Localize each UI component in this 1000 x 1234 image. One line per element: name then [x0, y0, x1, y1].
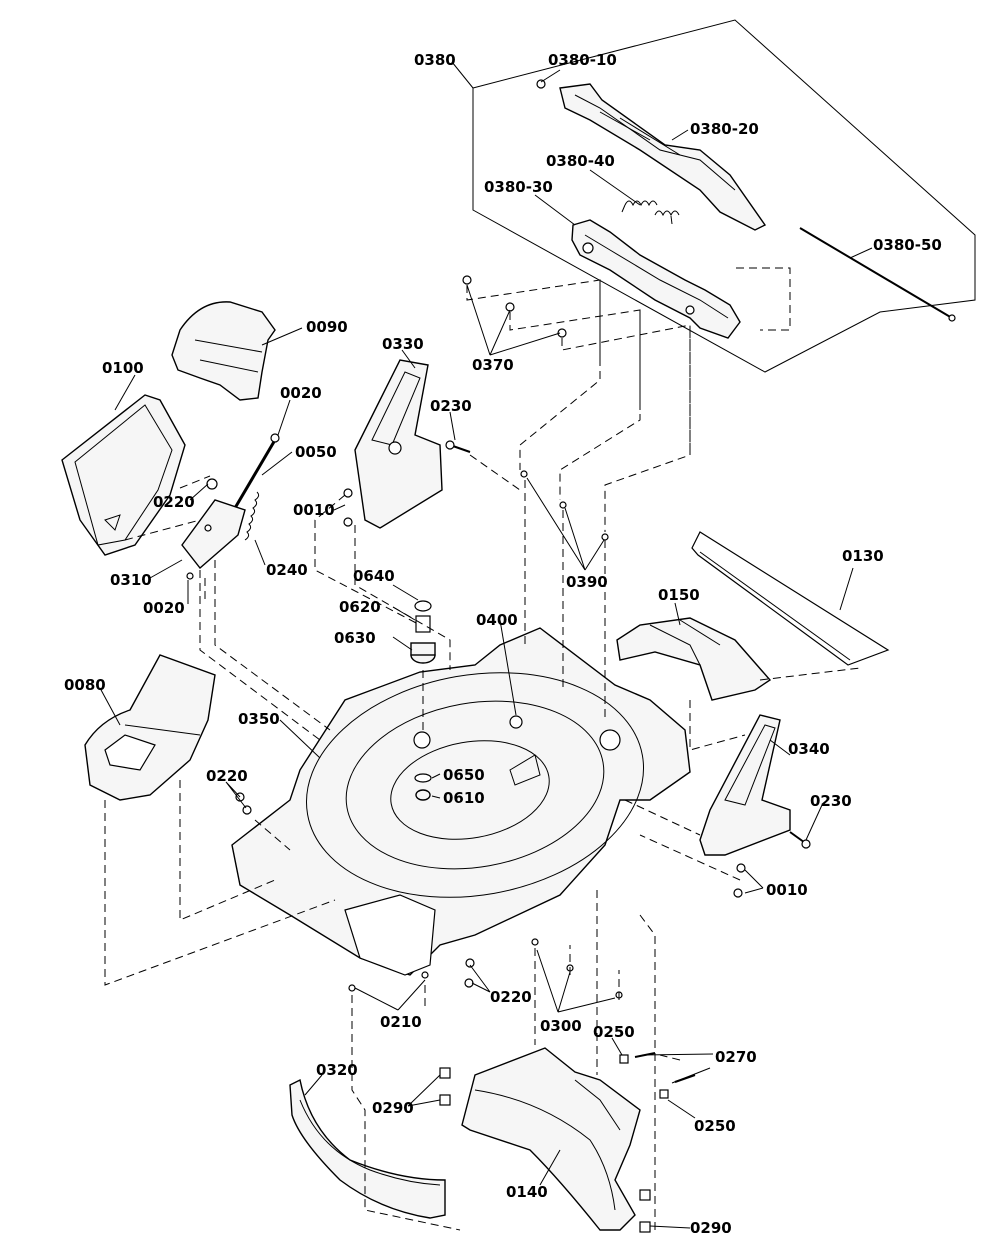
label-0400: 0400	[476, 611, 518, 629]
part-0340-bracket	[699, 714, 791, 856]
part-0240-spring	[244, 491, 260, 541]
label-0630: 0630	[334, 629, 376, 647]
label-0340: 0340	[788, 740, 830, 758]
label-0380: 0380	[414, 51, 456, 69]
label-0140: 0140	[506, 1183, 548, 1201]
part-0250-nuts	[619, 1054, 669, 1099]
part-0220-screws-c	[464, 958, 475, 988]
label-0240: 0240	[266, 561, 308, 579]
part-0400-plug	[509, 715, 523, 729]
part-0020-nut-b	[186, 572, 194, 580]
label-0220-b: 0220	[206, 767, 248, 785]
part-0100-flap	[61, 394, 186, 556]
label-0380-40: 0380-40	[546, 152, 615, 170]
kit-0380-boundary	[472, 19, 976, 373]
label-0020-a: 0020	[280, 384, 322, 402]
label-0380-20: 0380-20	[690, 120, 759, 138]
label-0610: 0610	[443, 789, 485, 807]
label-0080: 0080	[64, 676, 106, 694]
label-0620: 0620	[339, 598, 381, 616]
label-0270: 0270	[715, 1048, 757, 1066]
label-0250-b: 0250	[694, 1117, 736, 1135]
part-0640-washer	[414, 600, 432, 612]
part-0330-bracket	[354, 359, 443, 529]
part-0090-cover	[171, 301, 276, 401]
label-0290-b: 0290	[690, 1219, 732, 1234]
part-0220-screws-b	[235, 792, 252, 815]
label-0370: 0370	[472, 356, 514, 374]
label-0020-b: 0020	[143, 599, 185, 617]
label-0220-c: 0220	[490, 988, 532, 1006]
label-0390: 0390	[566, 573, 608, 591]
label-0310: 0310	[110, 571, 152, 589]
label-0250-a: 0250	[593, 1023, 635, 1041]
leader-lines	[99, 61, 873, 1229]
part-0620-spring	[415, 615, 431, 633]
label-0320: 0320	[316, 1061, 358, 1079]
label-0010-b: 0010	[766, 881, 808, 899]
part-0380-40-springs	[621, 200, 680, 225]
label-0050: 0050	[295, 443, 337, 461]
part-0320-strip	[289, 1078, 446, 1219]
label-0350: 0350	[238, 710, 280, 728]
label-0640: 0640	[353, 567, 395, 585]
part-0130-strip	[691, 531, 890, 666]
label-0220-a: 0220	[153, 493, 195, 511]
part-0630-bearing	[410, 642, 436, 664]
label-0230-b: 0230	[810, 792, 852, 810]
part-0380-50-rod	[799, 227, 953, 319]
label-0130: 0130	[842, 547, 884, 565]
label-0380-30: 0380-30	[484, 178, 553, 196]
part-0210-screws	[348, 971, 429, 992]
label-0150: 0150	[658, 586, 700, 604]
part-0300-screws	[531, 938, 623, 999]
part-0650-washer	[414, 773, 432, 783]
part-0380-10-nut	[536, 79, 546, 89]
label-0650: 0650	[443, 766, 485, 784]
part-0010-screws-b	[733, 863, 746, 898]
part-0080-cover	[84, 654, 216, 801]
label-0210: 0210	[380, 1013, 422, 1031]
label-0010-a: 0010	[293, 501, 335, 519]
label-0090: 0090	[306, 318, 348, 336]
label-0380-50: 0380-50	[873, 236, 942, 254]
part-0230-bolt-a	[445, 440, 471, 453]
part-0010-screws-a	[343, 488, 353, 527]
part-0380-20-bracket	[559, 83, 767, 231]
label-0380-10: 0380-10	[548, 51, 617, 69]
part-0310-bracket	[181, 499, 246, 570]
label-0230-a: 0230	[430, 397, 472, 415]
part-0140-chute	[461, 1047, 641, 1231]
assembly-dashed-lines	[104, 267, 861, 1231]
label-0290-a: 0290	[372, 1099, 414, 1117]
label-0100: 0100	[102, 359, 144, 377]
part-0050-rod	[233, 433, 280, 509]
label-0300: 0300	[540, 1017, 582, 1035]
part-0230-bolt-b	[789, 831, 811, 849]
part-0610-nut	[415, 789, 431, 801]
part-0390-nuts	[520, 470, 609, 541]
part-0350-deck	[231, 627, 691, 976]
part-0380-30-bracket	[571, 219, 741, 339]
part-0220-screw-a	[206, 478, 218, 490]
part-0150-plug	[616, 617, 772, 701]
label-0330: 0330	[382, 335, 424, 353]
part-0370-nuts	[462, 275, 567, 338]
